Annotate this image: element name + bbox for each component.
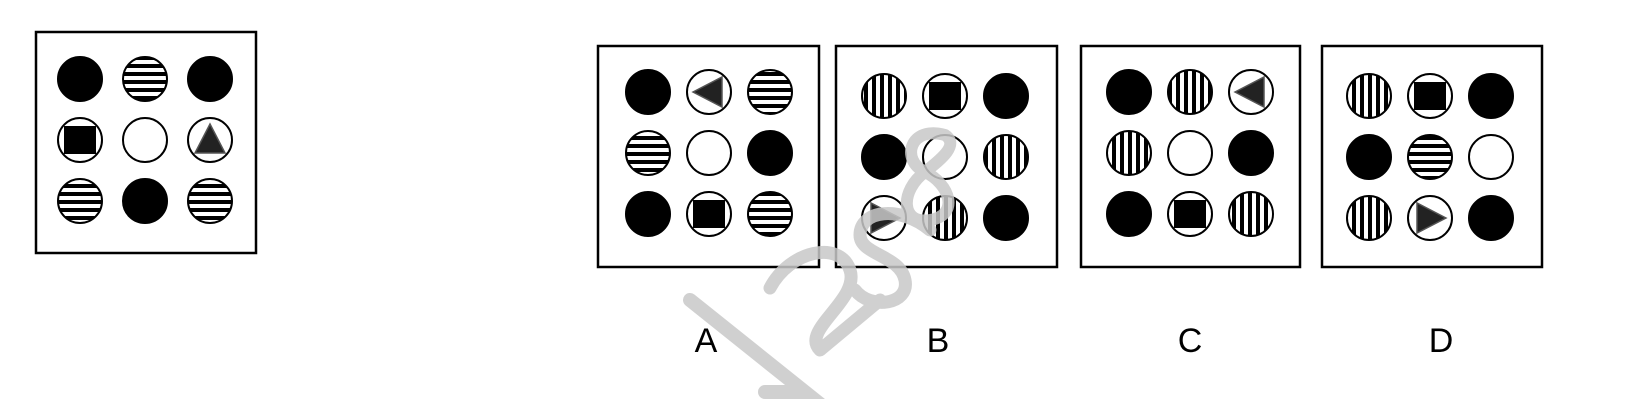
square-icon: [1414, 82, 1446, 110]
square-icon: [929, 82, 961, 110]
question-panel: [34, 30, 258, 255]
option-c-label: C: [1178, 322, 1203, 360]
question-frame: [34, 30, 258, 255]
option-c-frame: [1079, 44, 1302, 269]
option-a-hstripe-circle: [625, 130, 671, 176]
option-d-black-circle: [1468, 195, 1514, 241]
square-icon: [1174, 200, 1206, 228]
option-d-vstripe-circle: [1346, 73, 1392, 119]
option-d-frame: [1320, 44, 1544, 269]
triangle-left-icon: [691, 75, 723, 109]
option-d-vstripe-circle: [1346, 195, 1392, 241]
option-d-label: D: [1429, 322, 1454, 360]
option-b-black-circle: [983, 195, 1029, 241]
question-square-circle: [57, 117, 103, 163]
option-c-vstripe-circle: [1228, 191, 1274, 237]
option-a-frame: [596, 44, 821, 269]
option-d-black-circle: [1346, 134, 1392, 180]
option-c-tri-left-circle: [1228, 69, 1274, 115]
option-d-white-circle: [1468, 134, 1514, 180]
question-white-circle: [122, 117, 168, 163]
option-a-label: A: [695, 322, 718, 360]
option-panel-d[interactable]: D: [1320, 44, 1544, 360]
option-b-label: B: [927, 322, 950, 360]
option-c-white-circle: [1167, 130, 1213, 176]
option-a-black-circle: [625, 69, 671, 115]
question-black-circle: [122, 178, 168, 224]
option-c-vstripe-circle: [1167, 69, 1213, 115]
option-a-black-circle: [747, 130, 793, 176]
option-panel-a[interactable]: A: [596, 44, 821, 360]
option-d-hstripe-circle: [1407, 134, 1453, 180]
option-c-black-circle: [1228, 130, 1274, 176]
option-c-black-circle: [1106, 69, 1152, 115]
option-b-black-circle: [983, 73, 1029, 119]
option-a-hstripe-circle: [747, 69, 793, 115]
option-a-tri-left-circle: [686, 69, 732, 115]
triangle-right-icon: [1416, 201, 1448, 235]
question-hstripe-circle: [122, 56, 168, 102]
option-b-frame: [834, 44, 1059, 269]
triangle-up-icon: [193, 122, 227, 154]
option-d-black-circle: [1468, 73, 1514, 119]
option-c-square-circle: [1167, 191, 1213, 237]
question-black-circle: [187, 56, 233, 102]
option-c-black-circle: [1106, 191, 1152, 237]
square-icon: [64, 126, 96, 154]
option-b-vstripe-circle: [983, 134, 1029, 180]
question-black-circle: [57, 56, 103, 102]
option-c-vstripe-circle: [1106, 130, 1152, 176]
option-a-white-circle: [686, 130, 732, 176]
option-b-square-circle: [922, 73, 968, 119]
watermark-stamp: [683, 127, 957, 399]
option-a-black-circle: [625, 191, 671, 237]
square-icon: [693, 200, 725, 228]
option-a-square-circle: [686, 191, 732, 237]
option-b-black-circle: [861, 134, 907, 180]
option-panel-c[interactable]: C: [1079, 44, 1302, 360]
question-hstripe-circle: [187, 178, 233, 224]
triangle-left-icon: [1233, 75, 1265, 109]
option-d-square-circle: [1407, 73, 1453, 119]
option-a-hstripe-circle: [747, 191, 793, 237]
option-b-vstripe-circle: [861, 73, 907, 119]
question-tri-up-circle: [187, 117, 233, 163]
question-hstripe-circle: [57, 178, 103, 224]
option-d-tri-right-circle: [1407, 195, 1453, 241]
